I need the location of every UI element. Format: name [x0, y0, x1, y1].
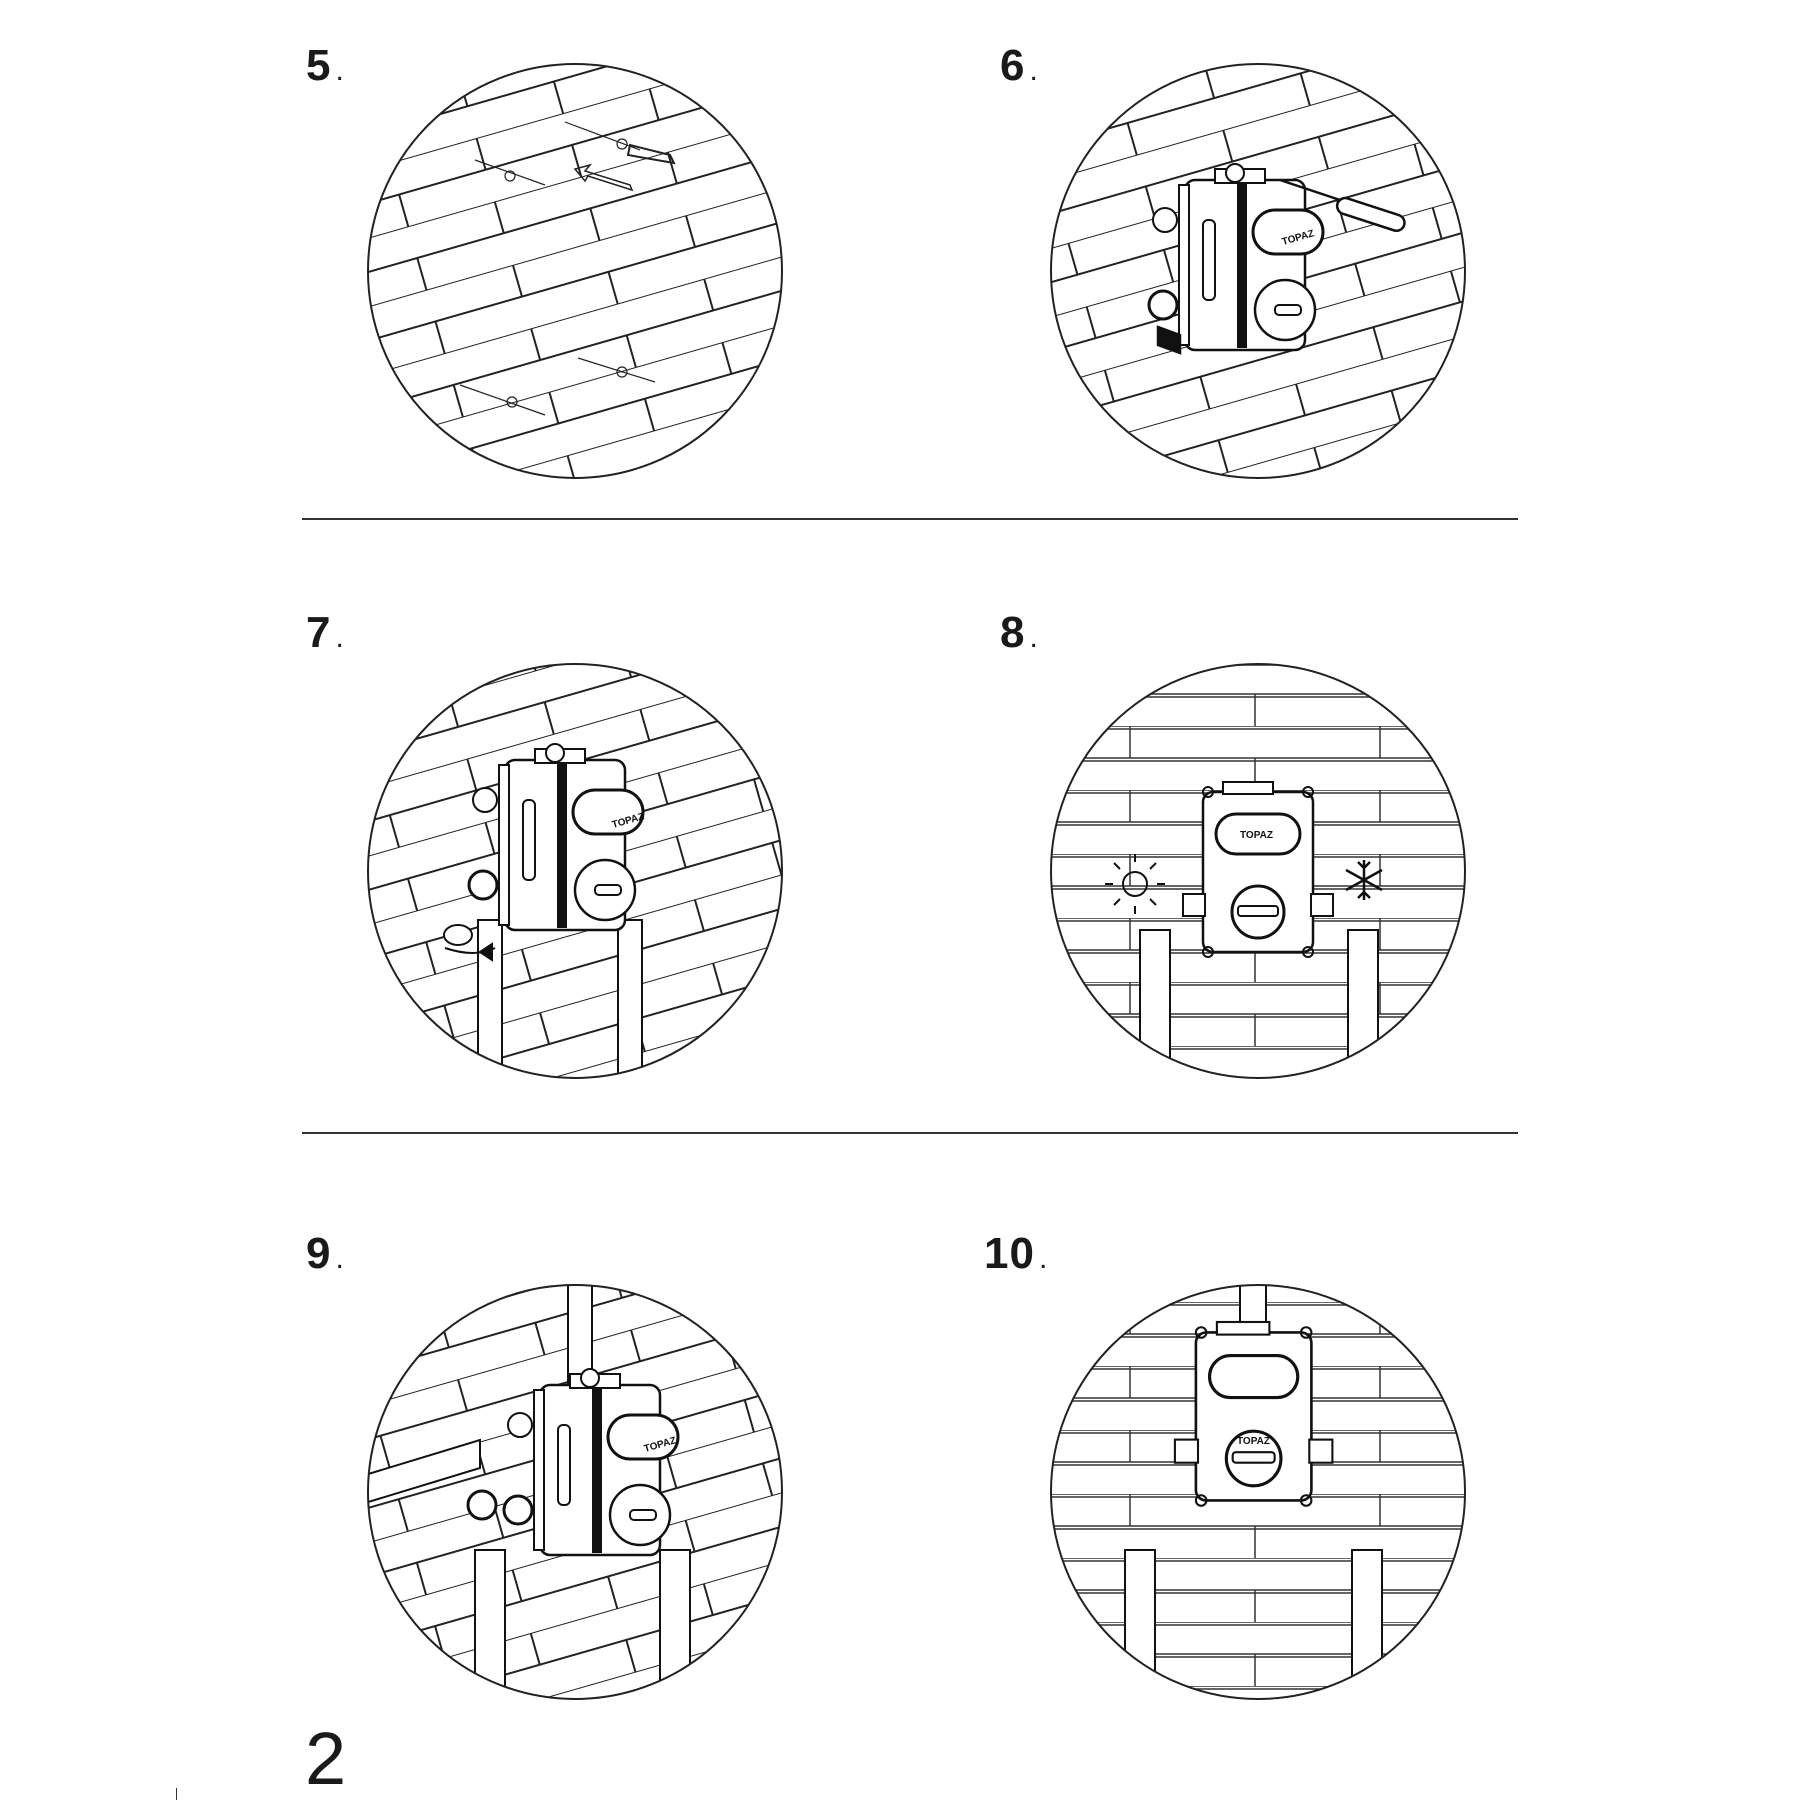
step-10-label: 10. — [984, 1232, 1048, 1276]
step-dot: . — [335, 54, 345, 87]
step-7-illustration: TOPAZ — [367, 663, 783, 1079]
step-9-label: 9. — [306, 1232, 345, 1276]
step-10-illustration: TOPAZ — [1050, 1284, 1466, 1700]
step-9-illustration: TOPAZ — [367, 1284, 783, 1700]
step-6-label: 6. — [1000, 44, 1039, 88]
step-5-label: 5. — [306, 44, 345, 88]
step-dot: . — [335, 621, 345, 654]
step-number: 8 — [1000, 608, 1026, 657]
step-7-label: 7. — [306, 611, 345, 655]
step-5-illustration — [367, 63, 783, 479]
step-number: 9 — [306, 1229, 332, 1278]
sun-icon — [1105, 854, 1165, 914]
step-dot: . — [1029, 621, 1039, 654]
snowflake-icon — [1345, 860, 1383, 900]
brand-mark: TOPAZ — [1240, 830, 1273, 841]
step-dot: . — [1029, 54, 1039, 87]
row-divider — [302, 518, 1518, 520]
brand-mark: TOPAZ — [1237, 1436, 1270, 1447]
step-dot: . — [335, 1242, 345, 1275]
step-number: 6 — [1000, 41, 1026, 90]
step-number: 5 — [306, 41, 332, 90]
step-6-illustration: TOPAZ — [1050, 63, 1466, 479]
step-number: 7 — [306, 608, 332, 657]
row-divider — [302, 1132, 1518, 1134]
page-number: 2 — [305, 1717, 347, 1800]
margin-mark — [176, 1788, 177, 1800]
step-dot: . — [1038, 1242, 1049, 1275]
step-number: 10 — [984, 1229, 1035, 1278]
step-8-illustration: TOPAZ — [1050, 663, 1466, 1079]
step-8-label: 8. — [1000, 611, 1039, 655]
